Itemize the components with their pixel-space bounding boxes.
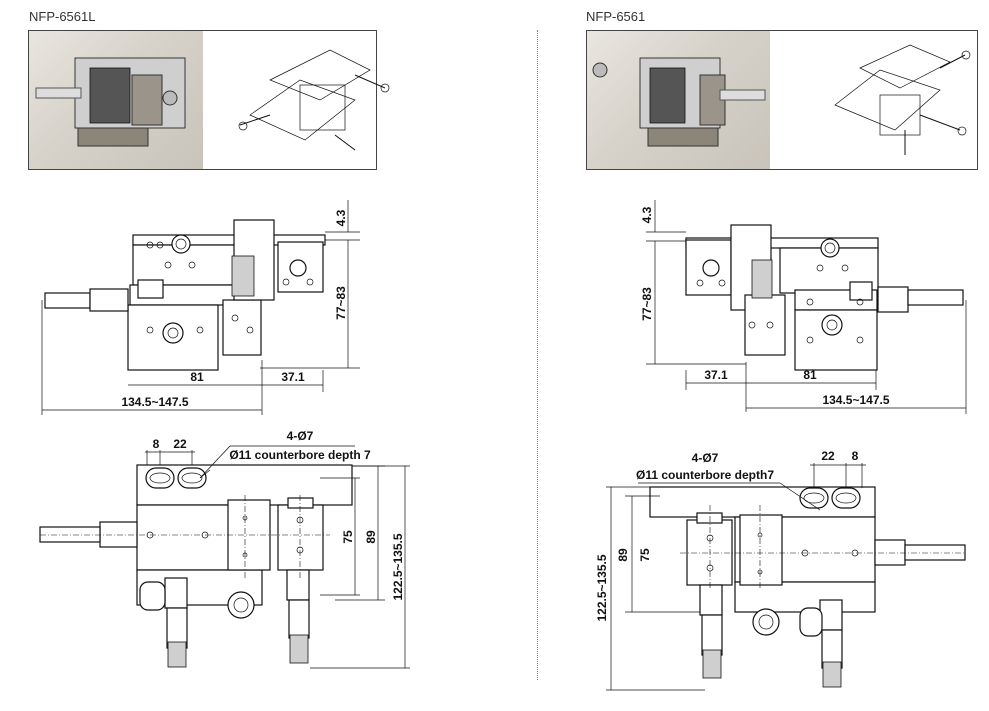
dim-base-width-right: 81 [803,368,817,382]
dim-offset-left: 37.1 [281,370,305,384]
dim-width-89-right: 89 [616,548,630,562]
dim-height-left: 4.3 [334,209,348,226]
dim-height-right: 4.3 [640,206,654,223]
dim-travel-height-right: 77~83 [640,287,654,321]
dim-travel-height-left: 77~83 [334,286,348,320]
dim-counterbore-left: Ø11 counterbore depth 7 [229,448,371,462]
stage-render-icon [834,44,971,155]
dim-width-75-left: 75 [341,530,355,544]
dim-slot-b-right: 22 [821,449,835,463]
dim-range-left: 122.5~135.5 [391,533,405,600]
dim-slot-b-left: 22 [173,437,187,451]
top-view-left [39,445,410,669]
dim-width-75-right: 75 [638,548,652,562]
top-view-right [606,463,966,691]
dim-total-length-right: 134.5~147.5 [822,393,889,407]
dim-total-length-left: 134.5~147.5 [121,395,188,409]
dim-width-89-left: 89 [364,530,378,544]
dim-holes-right: 4-Ø7 [692,451,719,465]
side-view-right [646,200,967,414]
stage-photo-icon [35,57,186,147]
dim-offset-right: 37.1 [704,368,728,382]
side-view-left [41,200,360,415]
model-title-left: NFP-6561L [29,9,96,24]
dim-slot-a-left: 8 [153,437,160,451]
model-title-right: NFP-6561 [586,9,646,24]
dim-range-right: 122.5~135.5 [595,554,609,621]
dim-slot-a-right: 8 [852,449,859,463]
dim-holes-left: 4-Ø7 [287,429,314,443]
dim-base-width-left: 81 [190,370,204,384]
page-divider [537,30,538,680]
dim-counterbore-right: Ø11 counterbore depth7 [636,468,774,482]
stage-render-icon [238,49,390,151]
stage-photo-icon [592,57,766,147]
